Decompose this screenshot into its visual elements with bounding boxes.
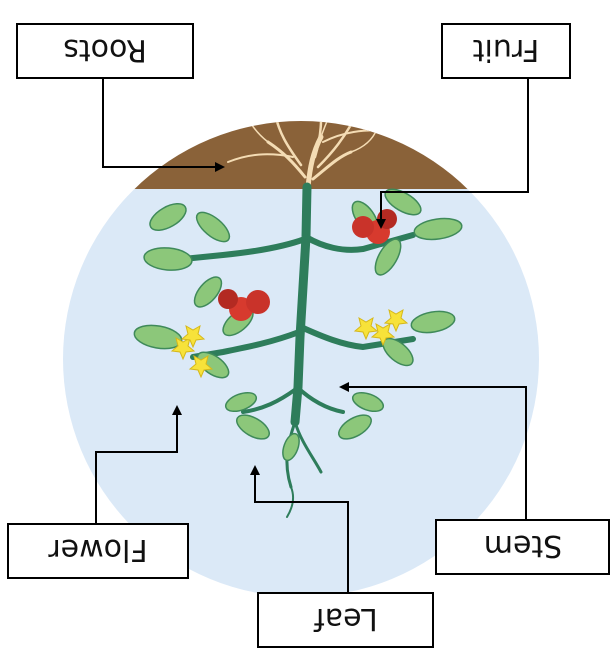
flowers [170, 308, 409, 379]
leaf [195, 211, 231, 243]
label-flower: Flower [7, 523, 189, 579]
fruit [218, 289, 238, 309]
leaf [149, 203, 187, 231]
leaf [351, 391, 385, 413]
stem-connector [339, 382, 527, 527]
roots-connector [102, 52, 225, 172]
stem [180, 182, 416, 518]
label-fruit: Fruit [441, 23, 571, 79]
label-fruit-text: Fruit [473, 32, 540, 67]
leaf-connector [250, 465, 349, 592]
fruit [246, 290, 270, 314]
label-stem: Stem [435, 519, 610, 575]
leaf [410, 310, 456, 334]
leaves [133, 188, 463, 462]
flower-connector [95, 405, 182, 527]
roots [227, 121, 389, 190]
flower [353, 316, 379, 341]
label-leaf: Leaf [257, 592, 434, 648]
label-roots: Roots [16, 23, 194, 79]
fruit-connector [376, 52, 529, 229]
leaf [193, 276, 223, 308]
leaf [338, 414, 372, 440]
flower [180, 324, 206, 349]
label-leaf-text: Leaf [313, 601, 378, 636]
leaf [224, 391, 258, 413]
label-flower-text: Flower [48, 532, 148, 567]
flower [383, 308, 409, 333]
connectors [95, 52, 529, 592]
flower [370, 322, 396, 347]
flower [170, 336, 196, 361]
label-roots-text: Roots [63, 32, 147, 67]
label-stem-text: Stem [484, 528, 563, 563]
label-boxes: Roots Fruit Flower Stem Leaf [7, 23, 610, 648]
leaf [143, 247, 193, 271]
leaf [374, 238, 402, 276]
leaf [236, 414, 270, 440]
fruit [352, 216, 374, 238]
flower [188, 354, 214, 379]
fruits [218, 209, 397, 321]
leaf [282, 432, 300, 462]
leaf [413, 217, 463, 241]
